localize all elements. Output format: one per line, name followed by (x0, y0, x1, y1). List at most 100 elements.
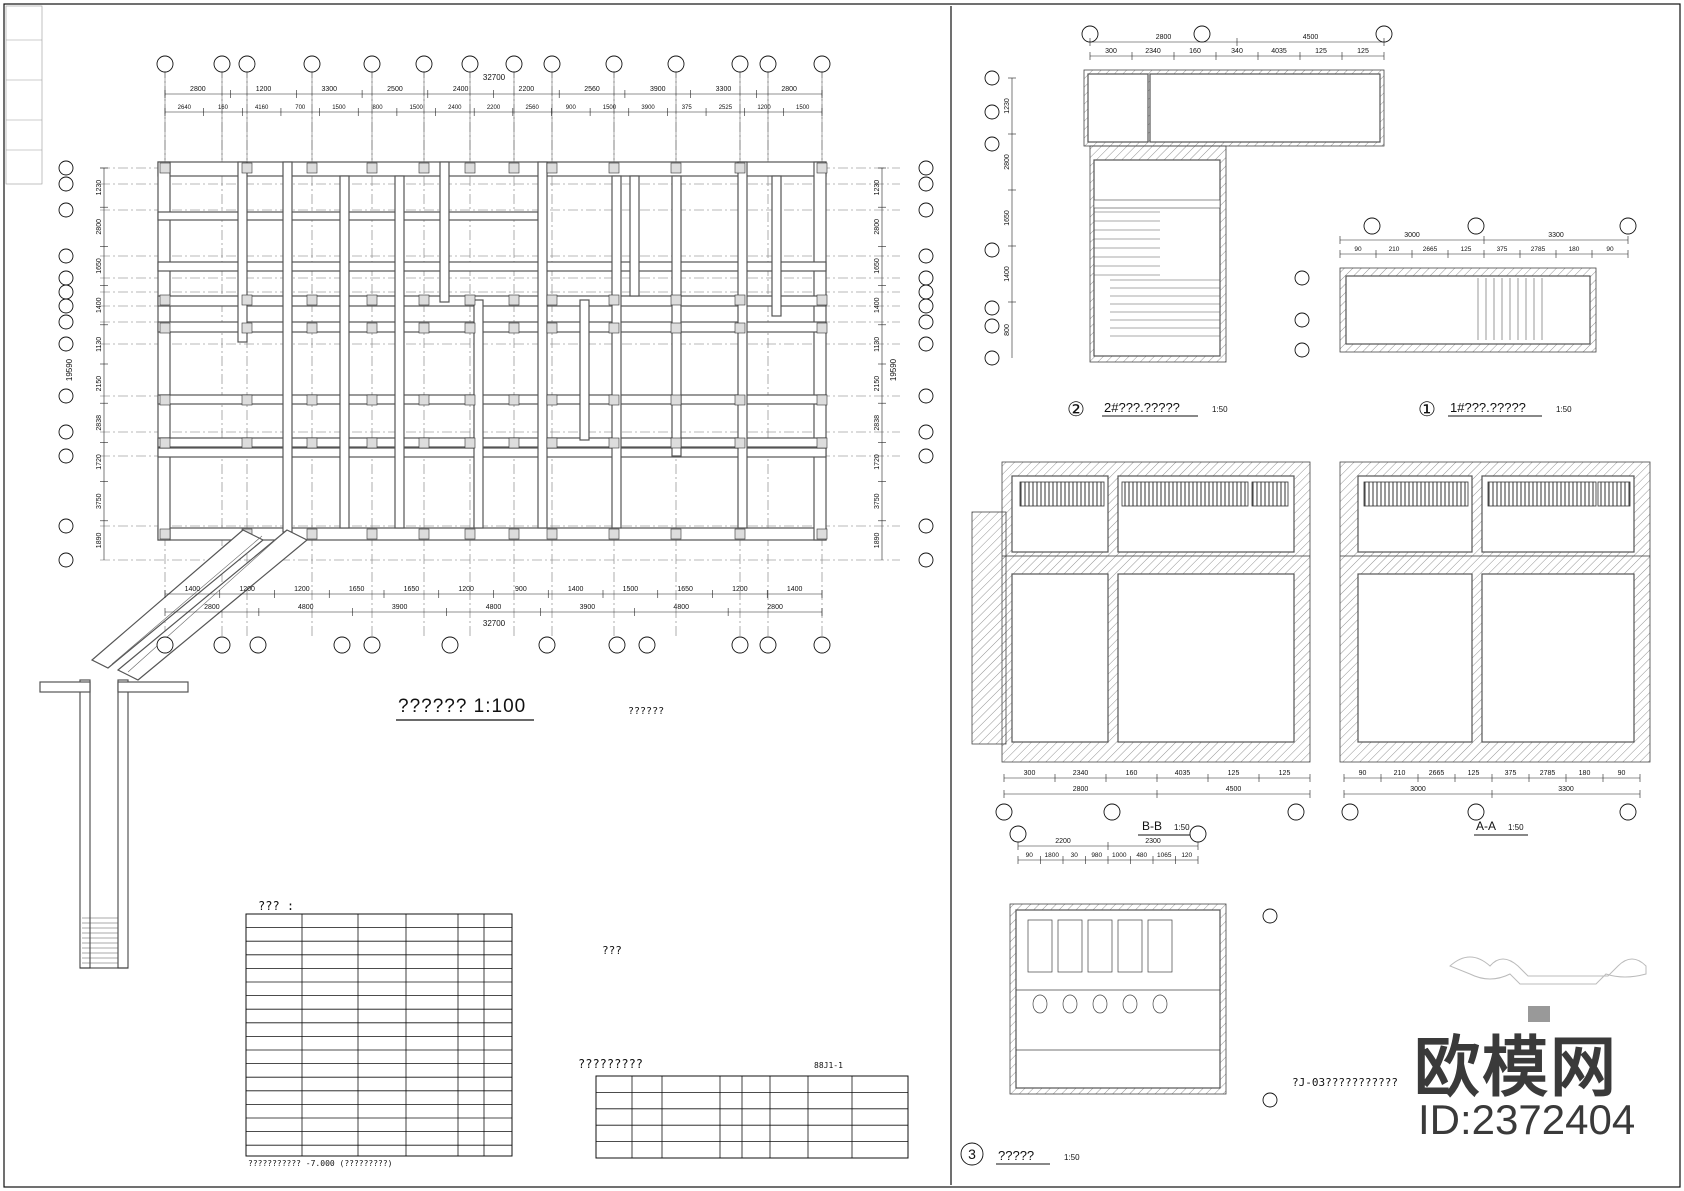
stair1-dim-top2: 90 (1606, 246, 1614, 253)
column (366, 437, 378, 449)
plan-dim-right: 2150 (874, 376, 881, 392)
section-aa-title: A-A (1476, 819, 1496, 833)
axis-bubble (415, 55, 433, 73)
plan-dim-top2: 2525 (719, 105, 733, 111)
axis-bubble (543, 55, 561, 73)
stair2-bubble-number: ② (1067, 399, 1085, 421)
plan-dim-bottom: 1500 (623, 586, 639, 593)
column (608, 394, 620, 406)
toilet-dim-top2: 30 (1071, 852, 1079, 859)
stair2-title: 2#???.????? (1104, 400, 1180, 415)
plan-dim-bottom2: 3900 (580, 604, 596, 611)
toilet-dim-top2: 1800 (1045, 852, 1060, 859)
axis-bubble (1619, 803, 1637, 821)
column (670, 437, 682, 449)
plan-dim-top2: 700 (295, 105, 306, 111)
column (159, 294, 171, 306)
axis-bubble (918, 424, 934, 440)
plan-title: ?????? 1:100 (398, 696, 526, 717)
axis-bubble (984, 242, 1000, 258)
plan-dim-left: 1650 (96, 258, 103, 274)
stair1-dim-top: 3300 (1548, 232, 1564, 239)
stair1-dim-top2: 210 (1389, 246, 1400, 253)
column (464, 394, 476, 406)
stair2-dim-top2: 160 (1189, 48, 1201, 55)
toilet-dim-top2: 90 (1026, 852, 1034, 859)
stair2-dim-top2: 2340 (1145, 48, 1161, 55)
section-aa-dim: 180 (1579, 770, 1591, 777)
plan-dim-right: 2800 (874, 219, 881, 235)
axis-bubble (58, 160, 74, 176)
axis-bubble (918, 336, 934, 352)
column (366, 162, 378, 174)
column (508, 294, 520, 306)
axis-bubble (1287, 803, 1305, 821)
key-plan: ?J-03??????????? (1292, 956, 1647, 1089)
plan-dim-top2: 3900 (641, 105, 655, 111)
axis-bubble (303, 55, 321, 73)
axis-bubble (1103, 803, 1121, 821)
toilet-stall (1027, 919, 1053, 973)
axis-bubble (1262, 1092, 1278, 1108)
plan-dim-top2: 375 (682, 105, 693, 111)
stair1-dim-top2: 125 (1461, 246, 1472, 253)
plan-dim-bottom: 1200 (732, 586, 748, 593)
column (366, 528, 378, 540)
section-bb-dim: 125 (1228, 770, 1240, 777)
column (418, 528, 430, 540)
plan-dim-right: 1650 (874, 258, 881, 274)
axis-bubble (1262, 908, 1278, 924)
column (670, 294, 682, 306)
toilet-fixture (1122, 994, 1138, 1014)
plan-dim-top2: 1500 (603, 105, 617, 111)
plan-dim-right: 1130 (874, 337, 881, 352)
column (366, 294, 378, 306)
brand-id: ID:2372404 (1418, 1096, 1636, 1143)
axis-bubble (918, 284, 934, 300)
toilet-title: ????? (998, 1148, 1034, 1163)
axis-bubble (918, 160, 934, 176)
axis-bubble (918, 448, 934, 464)
axis-bubble (995, 803, 1013, 821)
toilet-stall (1087, 919, 1113, 973)
column (608, 437, 620, 449)
plan-dim-top2: 2640 (178, 105, 192, 111)
column (670, 162, 682, 174)
stair1-dim-top2: 2665 (1423, 246, 1438, 253)
column (508, 162, 520, 174)
plan-dim-bottom: 1650 (349, 586, 365, 593)
plan-dim-top2: 1500 (796, 105, 810, 111)
axis-bubble (58, 298, 74, 314)
stair1-bubble-number: ① (1418, 399, 1436, 421)
axis-bubble (1363, 217, 1381, 235)
plan-dim-right: 2838 (874, 415, 881, 431)
plan-dim-bottom: 1200 (239, 586, 255, 593)
axis-bubble (918, 176, 934, 192)
column (546, 528, 558, 540)
plan-dim-left: 1400 (96, 297, 103, 313)
plan-dim-right: 1890 (874, 533, 881, 549)
axis-bubble (58, 314, 74, 330)
axis-bubble (213, 636, 231, 654)
axis-bubble (156, 636, 174, 654)
axis-bubble (918, 298, 934, 314)
toilet-number: 3 (968, 1146, 976, 1162)
axis-bubble (984, 300, 1000, 316)
plan-dim-top: 2200 (519, 86, 535, 93)
column (366, 394, 378, 406)
plan-dim-top: 2500 (387, 86, 403, 93)
column (418, 322, 430, 334)
column (464, 437, 476, 449)
axis-bubble (58, 176, 74, 192)
section-aa-dim: 210 (1394, 770, 1406, 777)
plan-dim-left: 1130 (96, 337, 103, 352)
axis-bubble (58, 424, 74, 440)
plan-dim-top2: 160 (218, 105, 229, 111)
toilet-dim-top2: 1065 (1157, 852, 1172, 859)
plan-dim-left: 2150 (96, 376, 103, 392)
axis-bubble (759, 55, 777, 73)
axis-bubble (984, 318, 1000, 334)
column (816, 394, 828, 406)
stair2-dim-left: 800 (1004, 324, 1011, 336)
